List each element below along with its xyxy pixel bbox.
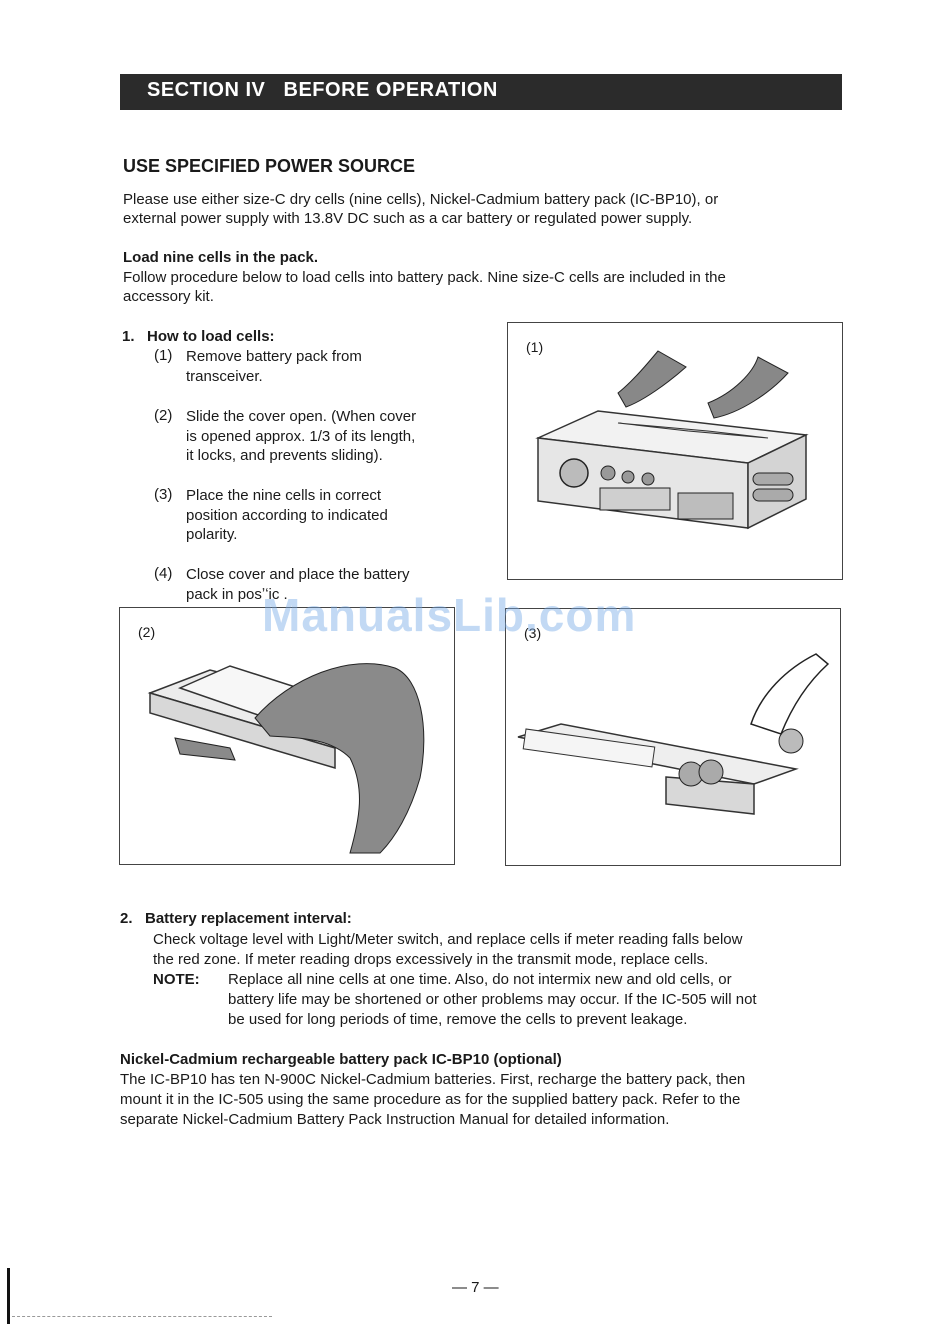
note-line-3: be used for long periods of time, remove…	[228, 1011, 688, 1028]
hand-icon	[750, 653, 830, 735]
figure-1-illustration	[535, 350, 809, 530]
display-window	[599, 487, 671, 511]
step1-item2-num: (2)	[154, 407, 173, 424]
step1-item3-text: Place the nine cells in correct position…	[186, 486, 486, 545]
hand-left-icon	[617, 350, 687, 408]
step1-item2-line: is opened approx. 1/3 of its length,	[186, 427, 416, 445]
hand-right-icon	[707, 356, 789, 419]
figure-3-insert-cells: (3)	[505, 608, 841, 866]
section-header-title: SECTION IV BEFORE OPERATION	[147, 79, 498, 101]
knob-icon	[600, 465, 616, 481]
step2-line-1: Check voltage level with Light/Meter swi…	[153, 931, 743, 948]
step1-item3-num: (3)	[154, 486, 173, 503]
figure-3-label: (3)	[524, 625, 542, 641]
nicad-line-3: separate Nickel-Cadmium Battery Pack Ins…	[120, 1111, 670, 1128]
step1-item4-line: Close cover and place the battery	[186, 566, 410, 583]
watermark: ManualsLib.com	[262, 589, 637, 641]
page-number: — 7 —	[452, 1279, 499, 1296]
figure-2-close-cover: (2)	[119, 607, 455, 865]
step1-item1-num: (1)	[154, 347, 173, 364]
display-window	[677, 492, 734, 520]
step1-item1-line: Remove battery pack from	[186, 348, 362, 365]
load-line-1: Follow procedure below to load cells int…	[123, 269, 726, 286]
section-header-bar: SECTION IV BEFORE OPERATION	[120, 74, 842, 110]
step1-item4-text: Close cover and place the battery pack i…	[186, 565, 486, 604]
battery-pack-front	[665, 776, 755, 815]
margin-mark	[7, 1268, 10, 1324]
intro-line-2: external power supply with 13.8V DC such…	[123, 210, 693, 227]
step1-item2-line: it locks, and prevents sliding).	[186, 447, 383, 464]
step1-item3-line: position according to indicated	[186, 506, 388, 524]
step1-item4-line: pack in posʼʻic .	[186, 585, 288, 603]
battery-cover	[522, 728, 656, 768]
nicad-line-1: The IC-BP10 has ten N-900C Nickel-Cadmiu…	[120, 1071, 746, 1088]
load-heading: Load nine cells in the pack.	[123, 249, 319, 266]
note-line-2: battery life may be shortened or other p…	[228, 991, 757, 1008]
knob-icon	[641, 472, 655, 486]
knob-icon	[621, 470, 635, 484]
cell-icon	[778, 728, 804, 754]
hand-icon	[254, 663, 425, 854]
load-line-2: accessory kit.	[123, 288, 214, 305]
intro-line-1: Please use either size-C dry cells (nine…	[123, 191, 719, 208]
cell-icon	[698, 759, 724, 785]
figure-2-illustration	[147, 663, 425, 854]
step1-item2-line: Slide the cover open. (When cover	[186, 408, 417, 425]
figure-3-illustration	[517, 653, 830, 815]
nicad-line-2: mount it in the IC-505 using the same pr…	[120, 1091, 741, 1108]
step2-line-2: the red zone. If meter reading drops exc…	[153, 951, 709, 968]
step1-item1-text: Remove battery pack from transceiver.	[186, 347, 486, 386]
figure-1-label: (1)	[526, 339, 544, 355]
step1-item2-text: Slide the cover open. (When cover is ope…	[186, 407, 486, 466]
section-title: USE SPECIFIED POWER SOURCE	[123, 156, 416, 176]
note-line-1: Replace all nine cells at one time. Also…	[228, 971, 732, 988]
step1-item1-line: transceiver.	[186, 367, 263, 385]
bottom-divider	[12, 1316, 272, 1317]
step1-label: 1. How to load cells:	[122, 328, 275, 345]
figure-1-transceiver: (1)	[507, 322, 843, 580]
cell-icon	[752, 472, 794, 486]
nicad-heading: Nickel-Cadmium rechargeable battery pack…	[120, 1051, 562, 1068]
cell-icon	[752, 488, 794, 502]
finger-icon	[174, 737, 236, 761]
step1-item3-line: polarity.	[186, 526, 238, 543]
step1-item3-line: Place the nine cells in correct	[186, 487, 382, 504]
note-label: NOTE:	[153, 971, 200, 988]
figure-2-label: (2)	[138, 624, 156, 640]
step2-label: 2. Battery replacement interval:	[120, 910, 352, 927]
main-dial-icon	[559, 458, 589, 488]
battery-compartment	[617, 422, 769, 439]
step1-item4-num: (4)	[154, 565, 173, 582]
